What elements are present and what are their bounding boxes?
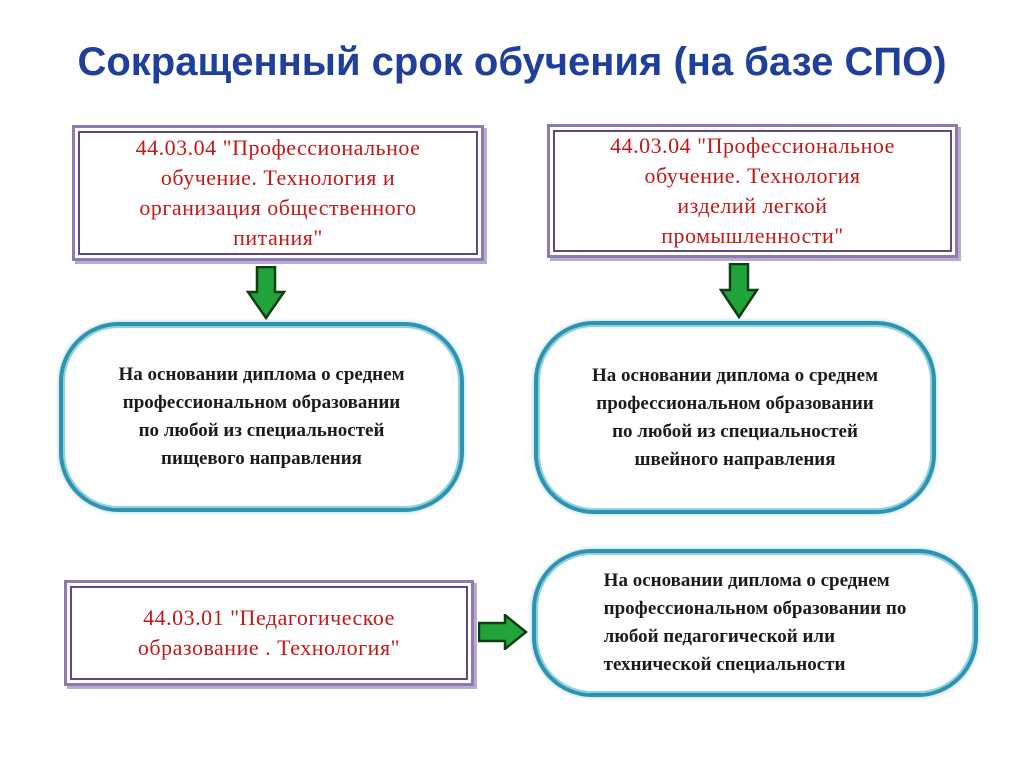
program-label-pedagogical: 44.03.01 "Педагогическое образование . Т… <box>137 605 401 660</box>
right-arrow-icon <box>478 614 528 650</box>
basis-box-pedagogical: На основании диплома о среднем профессио… <box>532 549 978 697</box>
basis-box-sewing: На основании диплома о среднем профессио… <box>534 321 936 514</box>
basis-text-sewing: На основании диплома о среднем профессио… <box>591 364 879 470</box>
program-label-food: 44.03.04 "Профессиональное обучение. Тех… <box>135 135 421 250</box>
program-box-pedagogical: 44.03.01 "Педагогическое образование . Т… <box>64 580 474 686</box>
basis-text-food: На основании диплома о среднем профессио… <box>118 364 405 469</box>
page-title: Сокращенный срок обучения (на базе СПО) <box>77 40 947 84</box>
down-arrow-icon <box>719 263 759 319</box>
down-arrow-icon <box>246 266 286 320</box>
program-box-light-industry: 44.03.04 "Профессиональное обучение. Тех… <box>547 124 958 258</box>
basis-box-food: На основании диплома о среднем профессио… <box>59 322 464 512</box>
program-box-food: 44.03.04 "Профессиональное обучение. Тех… <box>72 125 484 261</box>
basis-text-pedagogical: На основании диплома о среднем профессио… <box>603 570 907 675</box>
program-label-light-industry: 44.03.04 "Профессиональное обучение. Тех… <box>610 133 895 248</box>
